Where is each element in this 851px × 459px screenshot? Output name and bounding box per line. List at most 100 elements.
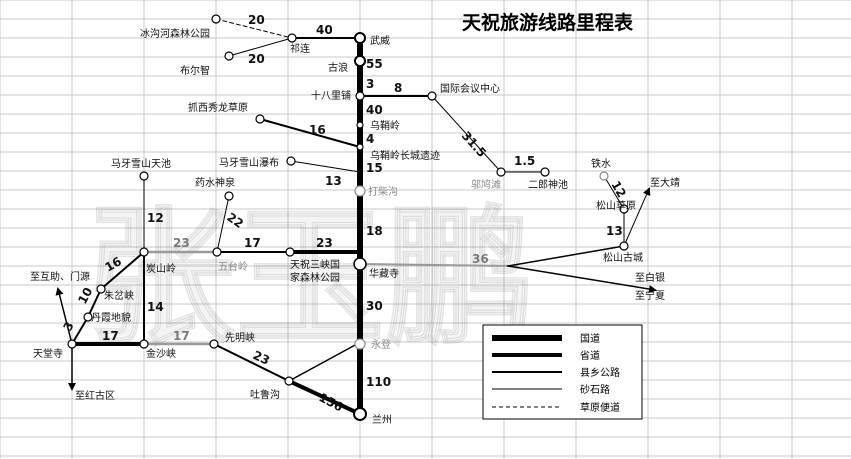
label-senlin-1: 天祝三峡国 <box>290 258 340 271</box>
node-songshangucheng <box>619 241 629 251</box>
node-wuwei <box>354 32 366 44</box>
node-yaoshui <box>224 191 234 201</box>
node-changcheng <box>356 143 364 151</box>
node-binggou <box>211 14 221 24</box>
dist-gulang-shibali: 3 <box>366 77 374 91</box>
road-zhugu-danxia <box>87 288 102 318</box>
road-huiyi-wuhe <box>431 95 502 173</box>
label-tanshanling: 炭山岭 <box>146 262 176 275</box>
arrow-to-huzhu <box>55 287 73 345</box>
legend-label-county: 县乡公路 <box>580 366 620 379</box>
road-zhuaxi-wushao <box>259 118 361 148</box>
dist-tulugou-lanzhou: 156 <box>317 390 346 414</box>
dist-zhuaxi-wushao: 16 <box>309 123 326 137</box>
node-huazangsi <box>353 257 367 271</box>
node-shibalipu <box>355 91 365 101</box>
label-huzhu: 至互助、门源 <box>30 270 90 283</box>
label-zhuaxi: 抓西秀龙草原 <box>188 101 248 114</box>
road-binggou-qilian <box>215 18 293 39</box>
road-tanshan-zhugu <box>100 251 145 290</box>
map-title: 天祝旅游线路里程表 <box>462 11 634 34</box>
node-tiantangsi <box>67 339 77 349</box>
label-wuwei: 武威 <box>370 34 390 47</box>
node-jinsha <box>139 339 149 349</box>
legend-label-grassland: 草原便道 <box>580 401 620 414</box>
roads <box>55 18 657 417</box>
node-yongdeng <box>354 338 366 350</box>
dist-senlin-huazang: 23 <box>316 236 333 250</box>
legend-label-provincial: 省道 <box>580 349 600 362</box>
dist-qilian-wuwei: 40 <box>316 23 333 37</box>
node-zhugu <box>96 284 106 294</box>
node-pubu <box>286 156 296 166</box>
road-huazang-east <box>359 263 509 267</box>
road-to-songshan <box>507 245 625 267</box>
node-buerzhi <box>224 51 234 61</box>
legend-label-national: 国道 <box>580 332 600 345</box>
dist-wuhe-erlang: 1.5 <box>514 154 535 168</box>
road-gucheng-dajing <box>623 187 651 247</box>
legend: 国道 省道 县乡公路 砂石路 草原便道 <box>482 324 643 420</box>
road-zhongshui-songshan <box>603 175 625 210</box>
label-buerzhi: 布尔智 <box>180 64 210 77</box>
label-tiantangsi: 天堂寺 <box>33 348 63 360</box>
road-danxia-tiantang <box>71 316 89 345</box>
label-xianming: 先明峡 <box>225 331 255 344</box>
dist-zhugu-danxia: 10 <box>75 285 95 306</box>
label-dachaigou: 打柴沟 <box>368 185 398 198</box>
label-binggou: 冰沟河森林公园 <box>140 27 210 40</box>
road-yaoshui-wutai <box>216 195 230 253</box>
label-changcheng: 乌鞘岭长城遗迹 <box>370 149 440 162</box>
label-zhongshui: 铁水 <box>591 157 611 170</box>
legend-label-gravel: 砂石路 <box>580 383 610 396</box>
label-pubu: 马牙雪山瀑布 <box>219 157 279 169</box>
label-gulang: 古浪 <box>328 61 348 74</box>
label-wushaoling: 乌鞘岭 <box>370 119 400 132</box>
dist-shibali-huiyi: 8 <box>394 81 402 95</box>
label-tianchi: 马牙雪山天池 <box>111 157 171 170</box>
label-jinsha: 金沙峡 <box>146 347 176 360</box>
dist-xianming-tulugou: 23 <box>251 348 272 368</box>
dist-changcheng-dachai: 15 <box>366 161 383 175</box>
label-dajing: 至大靖 <box>650 176 680 189</box>
node-tanshanling <box>139 247 149 257</box>
dist-danxia-tiantang: 3 <box>60 319 76 333</box>
dist-tianchi-tanshan: 12 <box>147 211 164 225</box>
label-baiyin: 至白银 <box>635 271 665 284</box>
label-songshancaoyuan: 松山草原 <box>596 199 636 212</box>
dist-yongdeng-lanzhou: 110 <box>366 375 391 389</box>
road-pubu-main <box>290 160 361 173</box>
node-huiyi <box>427 91 437 101</box>
road-to-baiyin <box>507 265 657 293</box>
dist-zhongshui-songshan: 12 <box>608 179 628 200</box>
road-tulugou-yongdeng <box>288 343 358 382</box>
road-tulugou-xianming <box>213 343 290 382</box>
node-gulang <box>354 55 366 67</box>
node-xianming <box>209 339 219 349</box>
label-zhugu: 朱岔峡 <box>104 289 134 302</box>
label-shibalipu: 十八里铺 <box>311 89 351 102</box>
dist-binggou-qilian: 20 <box>248 13 265 27</box>
node-wutailing <box>212 247 222 257</box>
node-zhuaxi <box>255 114 265 124</box>
node-erlang <box>540 167 550 177</box>
node-tianchi <box>139 171 149 181</box>
node-lanzhou <box>353 407 367 421</box>
label-wutailing: 五台岭 <box>218 260 248 273</box>
dist-huazang-yongdeng: 30 <box>366 299 383 313</box>
label-wuhe: 邬鸠滩 <box>471 178 501 191</box>
dist-tanshan-wutai: 23 <box>173 236 190 250</box>
node-wushaoling <box>356 121 364 129</box>
dist-wushao-changcheng: 4 <box>366 132 374 146</box>
node-senlin <box>285 247 295 257</box>
node-qilian <box>287 33 297 43</box>
road-buerzhi-qilian <box>228 37 293 57</box>
node-zhongshui <box>599 171 609 181</box>
label-yongdeng: 永登 <box>371 338 391 351</box>
node-wuhe <box>496 167 506 177</box>
label-huazangsi: 华藏寺 <box>369 267 399 280</box>
node-dachaigou <box>354 185 366 197</box>
label-huiyi: 国际会议中心 <box>440 82 500 95</box>
